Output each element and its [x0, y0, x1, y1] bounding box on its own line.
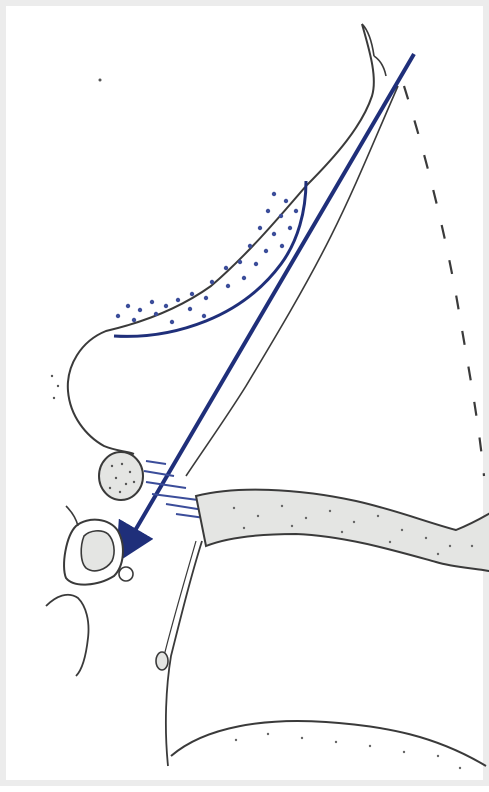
vertical-thin-structure — [156, 541, 202, 766]
small-marks — [51, 79, 102, 400]
top-notch — [362, 24, 386, 76]
anterior-wall-outline — [68, 24, 374, 454]
shaded-bone-bar — [196, 490, 489, 572]
blue-arrow — [126, 54, 414, 546]
anatomical-diagram — [6, 6, 489, 792]
left-contour — [46, 595, 89, 676]
lower-contour-stipple — [235, 733, 461, 769]
blue-stipple-region — [116, 192, 298, 324]
ring-structure — [64, 506, 133, 585]
round-stippled-nodule — [99, 452, 143, 500]
lower-contour — [171, 721, 486, 766]
blue-contour-line — [114, 181, 306, 336]
dashed-outline — [404, 86, 484, 476]
